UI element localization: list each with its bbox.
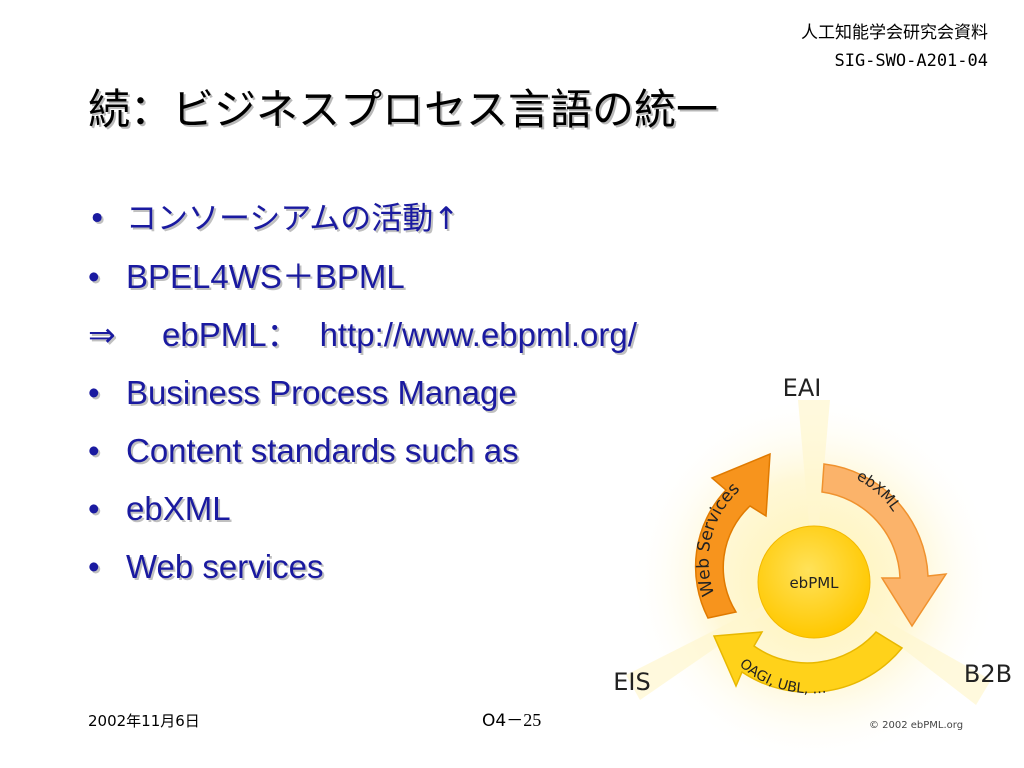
bullet-text: ebXML — [126, 490, 231, 527]
page-number: 25 — [523, 710, 542, 730]
ebpml-url-link[interactable]: http://www.ebpml.org/ — [319, 316, 637, 353]
bullet-text: コンソーシアムの活動↑ — [126, 201, 460, 237]
b2b-label: B2B — [964, 660, 1012, 688]
bullet-item: • ebXML — [88, 486, 637, 544]
bullet-item: • Content standards such as — [88, 428, 637, 486]
bullet-item: • BPEL4WS＋BPML — [88, 254, 637, 312]
eis-label: EIS — [613, 668, 650, 696]
ebpml-cycle-diagram: ebPML Web Services ebXML OAGI, UBL, … EA… — [613, 374, 1012, 765]
oagi-ubl-arrow — [712, 631, 904, 694]
copyright-text: © 2002 ebPML.org — [869, 720, 963, 731]
bullet-text: Business Process Manage — [126, 374, 517, 411]
bullet-list: • コンソーシアムの活動↑ • BPEL4WS＋BPML ⇒ ebPML： http:/… — [88, 196, 637, 602]
center-label: ebPML — [789, 574, 839, 592]
web-services-arrow — [694, 452, 771, 619]
bullet-item: • コンソーシアムの活動↑ — [88, 196, 637, 254]
page-prefix: O4－ — [482, 711, 524, 731]
bullet-marker: • — [88, 548, 100, 585]
ebxml-arrow — [821, 463, 948, 628]
footer-date: 2002年11月6日 — [88, 712, 200, 730]
bullet-marker: • — [88, 374, 100, 411]
bullet-text: Web services — [126, 548, 324, 585]
bullet-marker: • — [88, 201, 107, 237]
ebpml-center-circle — [757, 525, 871, 639]
eai-label: EAI — [783, 374, 822, 402]
slide-title: 続：ビジネスプロセス言語の統一 — [88, 85, 719, 134]
bullet-marker: • — [88, 490, 100, 527]
footer-page-number: O4－25 — [482, 706, 541, 731]
bullet-item: ⇒ ebPML： http://www.ebpml.org/ — [88, 312, 637, 370]
bullet-item: • Web services — [88, 544, 637, 602]
bullet-marker: • — [88, 432, 100, 469]
bullet-text: BPEL4WS＋BPML — [126, 258, 405, 295]
header-doc-id: SIG-SWO-A201-04 — [834, 51, 988, 71]
bullet-text: Content standards such as — [126, 432, 519, 469]
implies-arrow-marker: ⇒ — [88, 316, 116, 353]
bullet-item: • Business Process Manage — [88, 370, 637, 428]
ebpml-label: ebPML： — [162, 316, 300, 353]
header-doc-label: 人工知能学会研究会資料 — [801, 23, 988, 43]
bullet-marker: • — [88, 258, 100, 295]
